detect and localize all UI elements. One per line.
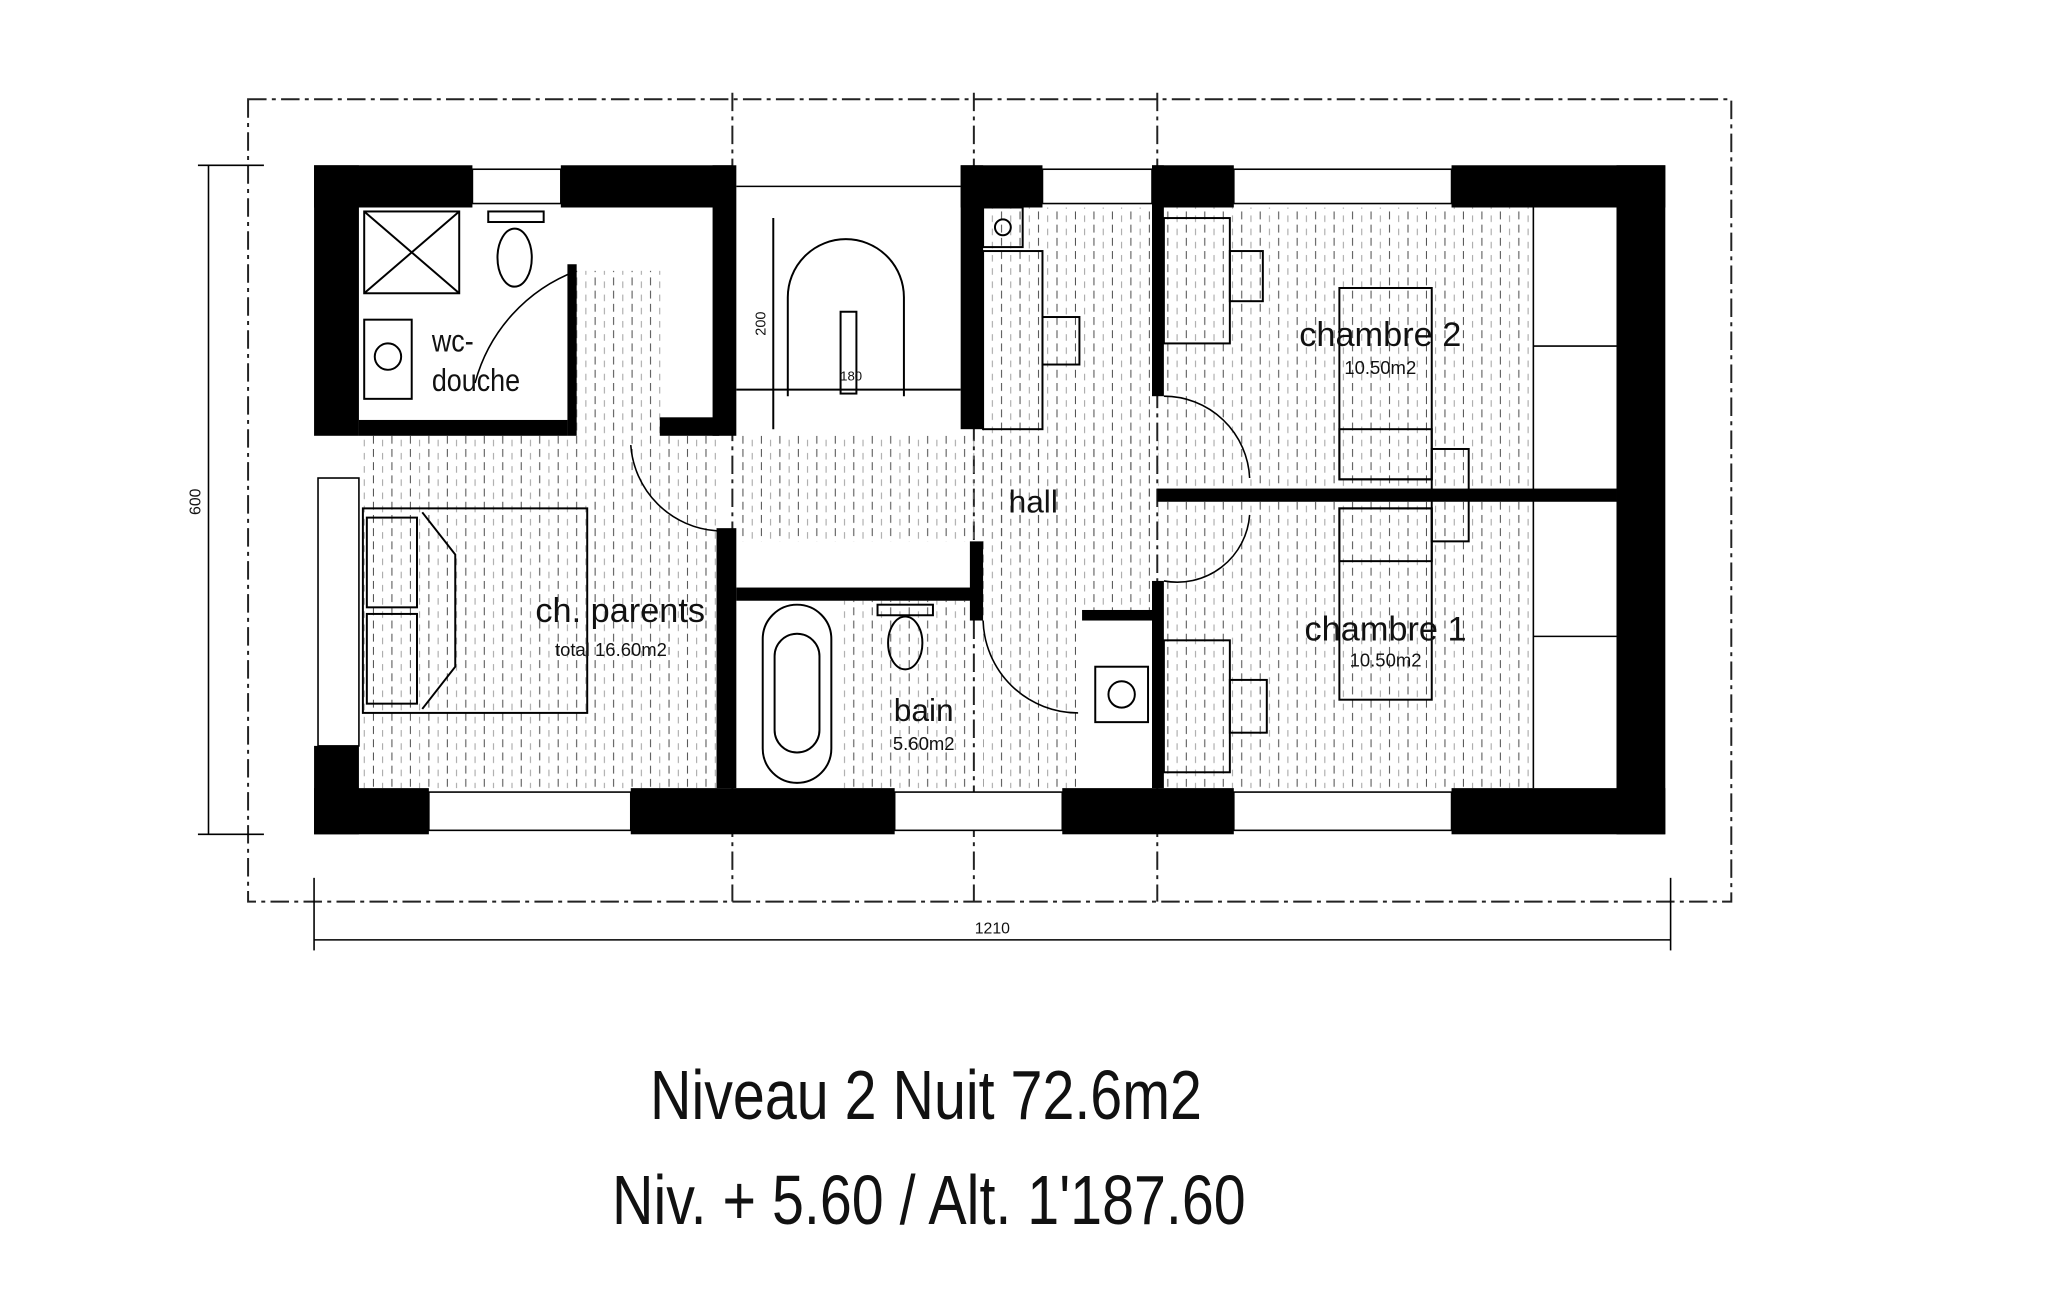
room-label-hall: hall [1009, 483, 1058, 519]
fixtures [361, 206, 1617, 789]
closet-icon [1532, 207, 1617, 789]
room-area-chambre-1: 10.50m2 [1350, 650, 1422, 671]
toilet-icon [487, 210, 545, 288]
room-label-chambre-1: chambre 1 [1305, 610, 1467, 648]
plan-level-altitude: Niv. + 5.60 / Alt. 1'187.60 [612, 1161, 1246, 1239]
dimension-depth-label: 600 [188, 488, 205, 515]
stair-icon [736, 218, 961, 430]
room-label-wc-douche-2: douche [432, 363, 520, 399]
plan-title: Niveau 2 Nuit 72.6m2 [650, 1056, 1202, 1134]
double-bed-icon [361, 507, 589, 714]
bathtub-icon [761, 603, 833, 784]
stair-width-label: 180 [840, 368, 862, 383]
windows [317, 168, 1453, 832]
room-label-wc-douche: wc- [431, 323, 474, 359]
walls [314, 165, 1666, 835]
door-swing-icon [474, 270, 1251, 714]
toilet-icon [876, 603, 934, 671]
dimension-width-label: 1210 [975, 920, 1010, 937]
dimension-lines [197, 164, 1672, 951]
floor-hatching [358, 207, 1534, 789]
single-bed-icon [1338, 287, 1470, 701]
sink-icon [1094, 665, 1150, 724]
stair-length-label: 200 [753, 312, 769, 336]
room-label-ch-parents: ch. parents [535, 592, 705, 630]
room-area-bain: 5.60m2 [893, 733, 955, 754]
room-label-chambre-2: chambre 2 [1299, 316, 1461, 354]
shower-icon [363, 210, 461, 295]
room-area-chambre-2: 10.50m2 [1344, 357, 1416, 378]
desk-icon [1162, 217, 1268, 774]
sink-icon [363, 318, 413, 400]
wardrobe-icon [982, 206, 1081, 431]
room-area-ch-parents: total 16.60m2 [555, 639, 667, 660]
room-label-bain: bain [894, 692, 954, 728]
